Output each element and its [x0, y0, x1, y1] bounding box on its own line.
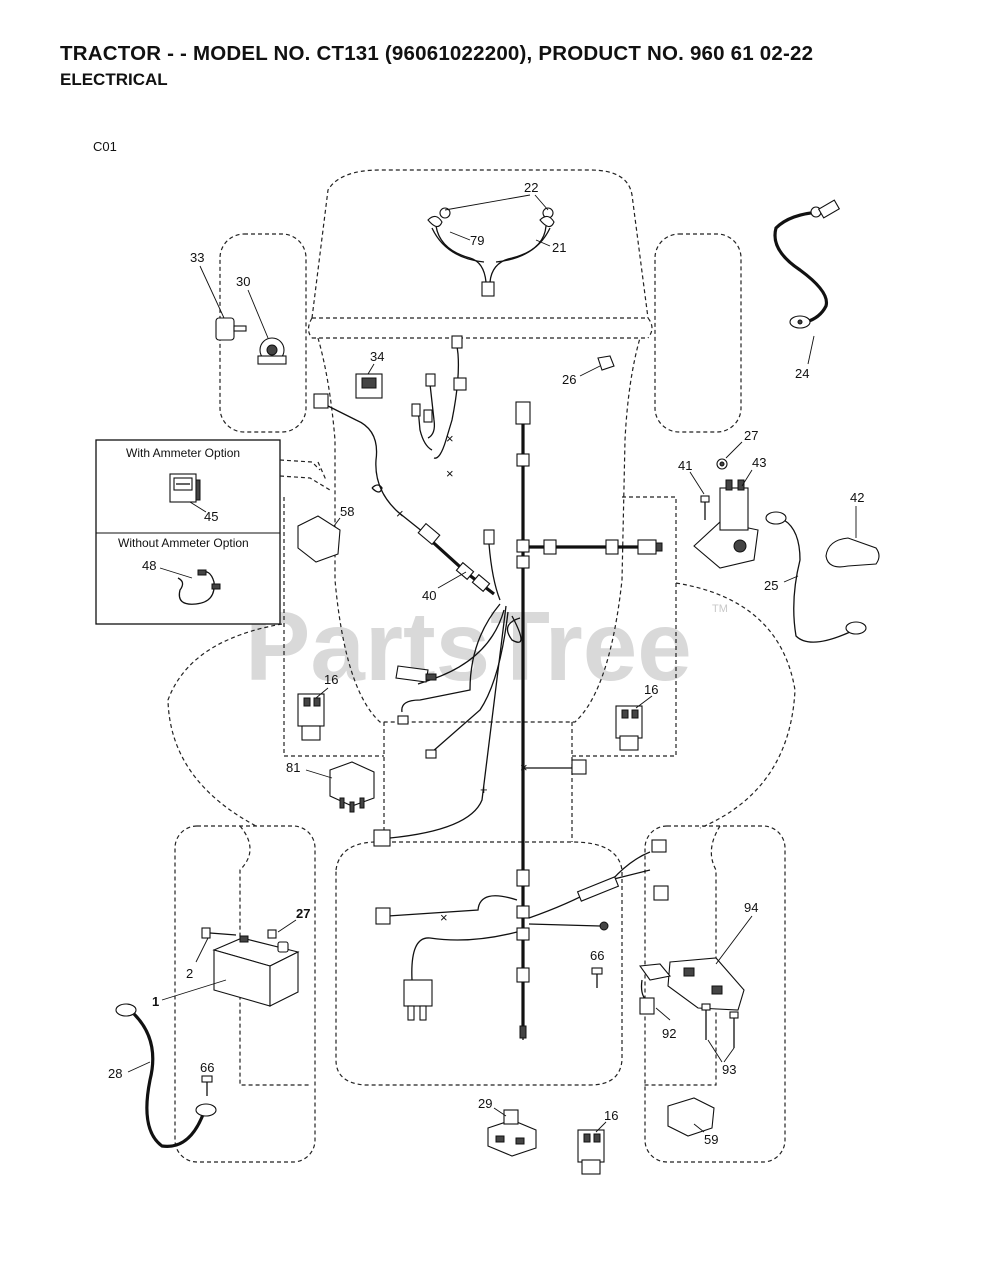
callout-22: 22 — [524, 180, 538, 195]
callout-27b: 27 — [296, 906, 310, 921]
callout-1: 1 — [152, 994, 159, 1009]
battery-cable-25 — [765, 511, 867, 643]
callout-27a: 27 — [744, 428, 758, 443]
switch-assembly-94-icon — [667, 957, 745, 1011]
svg-text:×: × — [520, 760, 528, 775]
callout-45: 45 — [204, 509, 218, 524]
callout-58: 58 — [340, 504, 354, 519]
bolt-41-icon — [700, 495, 710, 520]
callout-93: 93 — [722, 1062, 736, 1077]
headlight-harness — [427, 207, 555, 297]
callout-25: 25 — [764, 578, 778, 593]
watermark: PartsTree — [245, 591, 692, 701]
ammeter-icon — [169, 473, 201, 503]
callout-16c: 16 — [604, 1108, 618, 1123]
callout-94: 94 — [744, 900, 758, 915]
callout-66a: 66 — [200, 1060, 214, 1075]
nut-27-icon — [716, 458, 728, 470]
callout-29: 29 — [478, 1096, 492, 1111]
ignition-switch-icon — [257, 337, 287, 365]
main-wire-harness: × × × × + — [313, 335, 669, 1040]
relay-81-icon — [329, 761, 375, 813]
callout-21: 21 — [552, 240, 566, 255]
pto-switch-icon — [355, 373, 383, 399]
with-ammeter-label: With Ammeter Option — [126, 446, 240, 460]
svg-text:×: × — [440, 910, 448, 925]
callout-16b: 16 — [644, 682, 658, 697]
svg-text:+: + — [480, 782, 488, 797]
without-ammeter-label: Without Ammeter Option — [118, 536, 249, 550]
terminal-boot-42-icon — [825, 537, 880, 568]
switch-92-icon — [639, 963, 672, 1015]
diagram-code: C01 — [93, 139, 117, 154]
screw-66a-icon — [201, 1075, 213, 1096]
callout-16a: 16 — [324, 672, 338, 687]
callout-81: 81 — [286, 760, 300, 775]
jumper-wire-icon — [177, 569, 221, 605]
relay-16-bottom-icon — [577, 1129, 605, 1175]
screws-93-icon — [701, 1003, 739, 1048]
tractor-outline — [167, 169, 796, 1163]
callout-92: 92 — [662, 1026, 676, 1041]
ground-cable-24 — [773, 199, 841, 329]
callout-33: 33 — [190, 250, 204, 265]
watermark-tm: TM — [712, 603, 728, 615]
ignition-key-icon — [215, 317, 247, 341]
callout-59: 59 — [704, 1132, 718, 1147]
callout-28: 28 — [108, 1066, 122, 1081]
starter-solenoid-icon — [693, 479, 759, 569]
callout-2: 2 — [186, 966, 193, 981]
relay-16-right-icon — [615, 705, 643, 751]
page-subtitle: ELECTRICAL — [60, 70, 168, 89]
callout-41: 41 — [678, 458, 692, 473]
module-59-icon — [667, 1097, 715, 1137]
callout-40: 40 — [422, 588, 436, 603]
seat-switch-29-icon — [487, 1109, 537, 1157]
page-title: TRACTOR - - MODEL NO. CT131 (96061022200… — [60, 42, 814, 65]
callout-43: 43 — [752, 455, 766, 470]
options-box: With Ammeter Option Without Ammeter Opti… — [95, 439, 331, 625]
callout-48: 48 — [142, 558, 156, 573]
callout-42: 42 — [850, 490, 864, 505]
relay-16-left-icon — [297, 693, 325, 741]
callout-66b: 66 — [590, 948, 604, 963]
battery-icon — [212, 935, 300, 1007]
nut-27b-icon — [267, 929, 277, 939]
callout-30: 30 — [236, 274, 250, 289]
bolt-2-icon — [201, 927, 237, 939]
fuse-icon — [597, 355, 615, 371]
screw-66b-icon — [591, 967, 603, 988]
callout-24: 24 — [795, 366, 809, 381]
module-58-icon — [297, 515, 341, 563]
svg-text:×: × — [446, 466, 454, 481]
callout-79: 79 — [470, 233, 484, 248]
battery-cable-28 — [115, 1003, 217, 1148]
callout-26: 26 — [562, 372, 576, 387]
callout-34: 34 — [370, 349, 384, 364]
svg-text:×: × — [446, 431, 454, 446]
svg-text:×: × — [396, 506, 404, 521]
